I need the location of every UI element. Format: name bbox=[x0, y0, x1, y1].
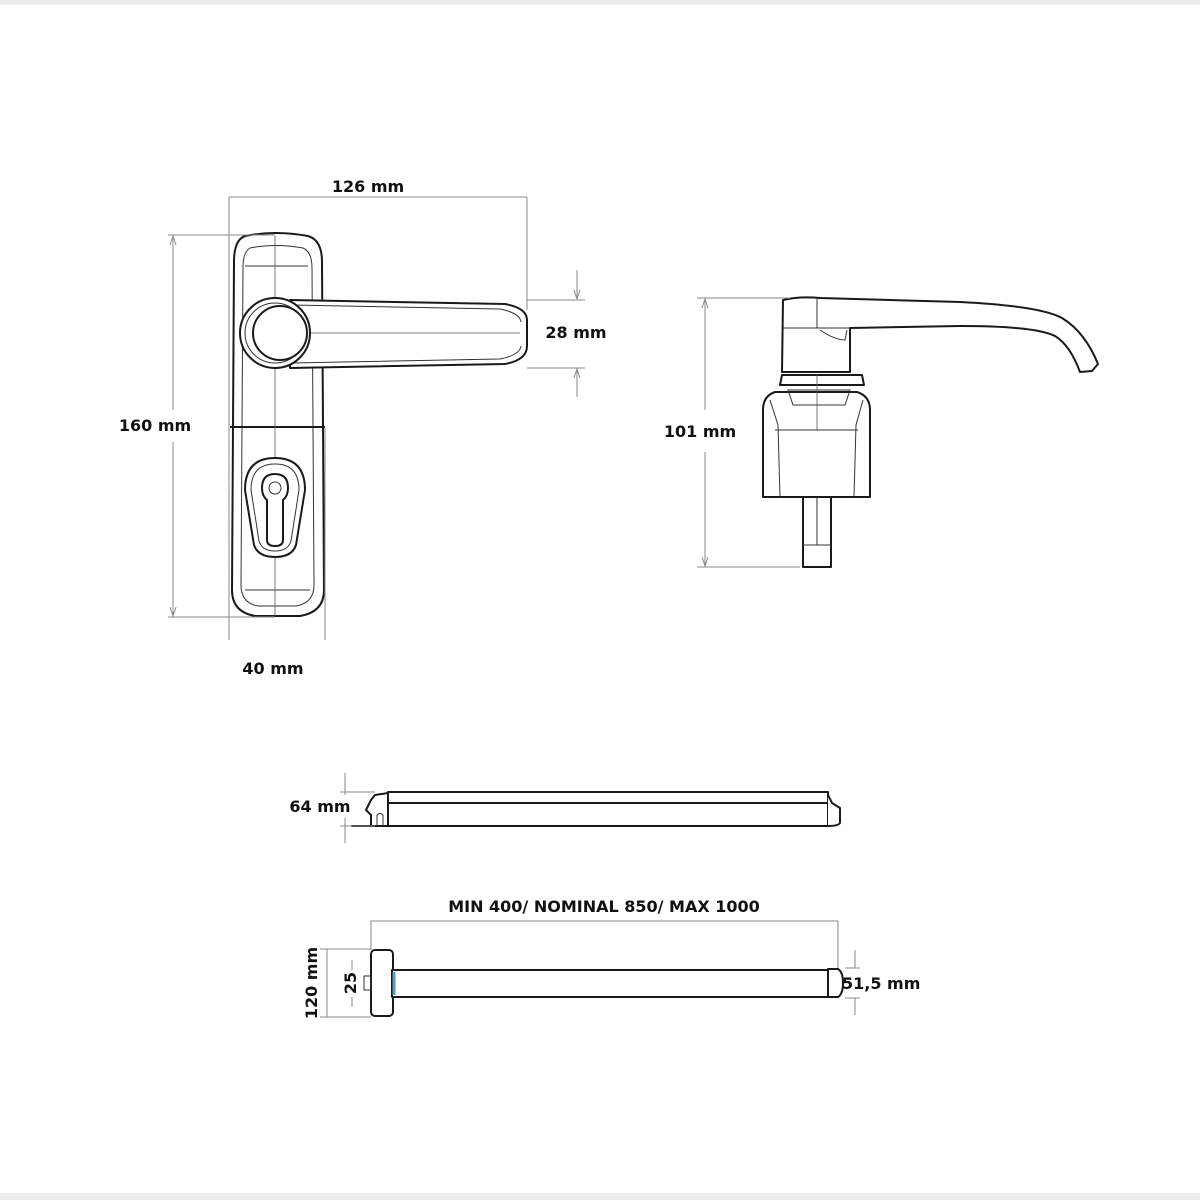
offset-label: 25 bbox=[341, 972, 360, 994]
bar-top-dimensions: MIN 400/ NOMINAL 850/ MAX 1000 120 mm 25… bbox=[302, 897, 920, 1019]
end-height-label: 120 mm bbox=[302, 947, 321, 1019]
side-view-handle bbox=[762, 296, 1099, 568]
width-label: 126 mm bbox=[332, 177, 404, 196]
panic-bar-side-view bbox=[351, 791, 841, 827]
height-label: 160 mm bbox=[119, 416, 191, 435]
rosette bbox=[239, 297, 311, 369]
bottom-border bbox=[0, 1193, 1200, 1200]
panic-bar-top-view bbox=[363, 949, 844, 1017]
top-border bbox=[0, 0, 1200, 5]
bar-length-label: MIN 400/ NOMINAL 850/ MAX 1000 bbox=[448, 897, 760, 916]
bar-depth-label: 51,5 mm bbox=[842, 974, 920, 993]
backplate bbox=[230, 232, 325, 617]
bar-side-dimensions: 64 mm bbox=[289, 773, 375, 843]
lever-height-label: 28 mm bbox=[545, 323, 606, 342]
side-view-dimensions: 101 mm bbox=[664, 297, 800, 568]
plate-width-label: 40 mm bbox=[242, 659, 303, 678]
keyhole-escutcheon bbox=[244, 457, 306, 558]
front-view-dimensions: 126 mm 160 mm 28 mm 40 mm bbox=[119, 177, 607, 678]
side-height-label: 101 mm bbox=[664, 422, 736, 441]
front-view-handle bbox=[230, 232, 528, 617]
bar-height-label: 64 mm bbox=[289, 797, 350, 816]
lever-handle bbox=[275, 299, 528, 369]
